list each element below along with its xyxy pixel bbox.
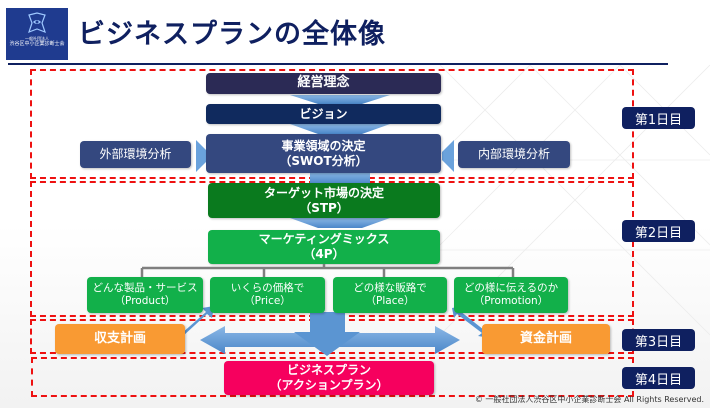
business-plan-box: ビジネスプラン （アクションプラン） — [224, 361, 434, 395]
logo-text-line2: 渋谷区中小企業診断士会 — [9, 41, 65, 47]
day-badge-4: 第4日目 — [622, 367, 695, 389]
four-p-product-box: どんな製品・サービス （Product） — [87, 277, 203, 313]
fund-plan-box: 資金計画 — [482, 324, 610, 354]
income-plan-box: 収支計画 — [55, 324, 185, 354]
philosophy-box: 経営理念 — [206, 73, 441, 94]
title-underline — [8, 63, 668, 65]
day-badge-3: 第3日目 — [622, 329, 695, 351]
external-analysis-label: 外部環境分析 — [99, 147, 172, 161]
income-plan-label: 収支計画 — [93, 330, 146, 346]
day-badge-1: 第1日目 — [622, 107, 695, 129]
page-title: ビジネスプランの全体像 — [78, 19, 386, 50]
internal-analysis-label: 内部環境分析 — [477, 147, 550, 161]
fund-plan-label: 資金計画 — [519, 330, 572, 346]
copyright-footer: © 一般社団法人渋谷区中小企業診断士会 All Rights Reserved. — [474, 395, 704, 404]
four-p-promotion-sublabel: （Promotion） — [473, 295, 549, 307]
logo-emblem-icon — [28, 12, 46, 34]
business-plan-label: ビジネスプラン — [286, 363, 371, 377]
target-market-box: ターゲット市場の決定 （STP） — [208, 183, 440, 218]
philosophy-label: 経営理念 — [297, 75, 350, 91]
four-p-product-sublabel: （Product） — [114, 295, 176, 307]
external-analysis-box: 外部環境分析 — [80, 141, 191, 168]
vision-label: ビジョン — [299, 106, 348, 121]
organization-logo: 一般社団法人 渋谷区中小企業診断士会 — [6, 8, 68, 60]
internal-analysis-box: 内部環境分析 — [458, 141, 570, 168]
business-domain-label: 事業領域の決定 — [281, 138, 366, 153]
marketing-mix-box: マーケティングミックス （4P） — [208, 230, 440, 264]
four-p-product-label: どんな製品・サービス — [92, 281, 198, 294]
four-p-place-label: どの様な販路で — [353, 281, 427, 294]
business-plan-sublabel: （アクションプラン） — [269, 378, 389, 392]
day-badge-2: 第2日目 — [622, 220, 695, 242]
business-domain-sublabel: （SWOT分析） — [279, 153, 368, 168]
target-market-sublabel: （STP） — [299, 200, 349, 215]
four-p-price-label: いくらの価格で — [230, 281, 305, 294]
vision-box: ビジョン — [206, 104, 441, 124]
four-p-promotion-box: どの様に伝えるのか （Promotion） — [454, 277, 568, 313]
four-p-place-box: どの様な販路で （Place） — [333, 277, 447, 313]
four-p-price-sublabel: （Price） — [244, 295, 291, 307]
target-market-label: ターゲット市場の決定 — [263, 185, 384, 200]
four-p-place-sublabel: （Place） — [365, 295, 415, 307]
four-p-promotion-label: どの様に伝えるのか — [463, 281, 559, 294]
marketing-mix-label: マーケティングミックス — [258, 232, 390, 246]
four-p-price-box: いくらの価格で （Price） — [210, 277, 325, 313]
business-domain-box: 事業領域の決定 （SWOT分析） — [206, 134, 441, 173]
logo-text-line1: 一般社団法人 — [25, 36, 49, 41]
marketing-mix-sublabel: （4P） — [303, 247, 345, 261]
